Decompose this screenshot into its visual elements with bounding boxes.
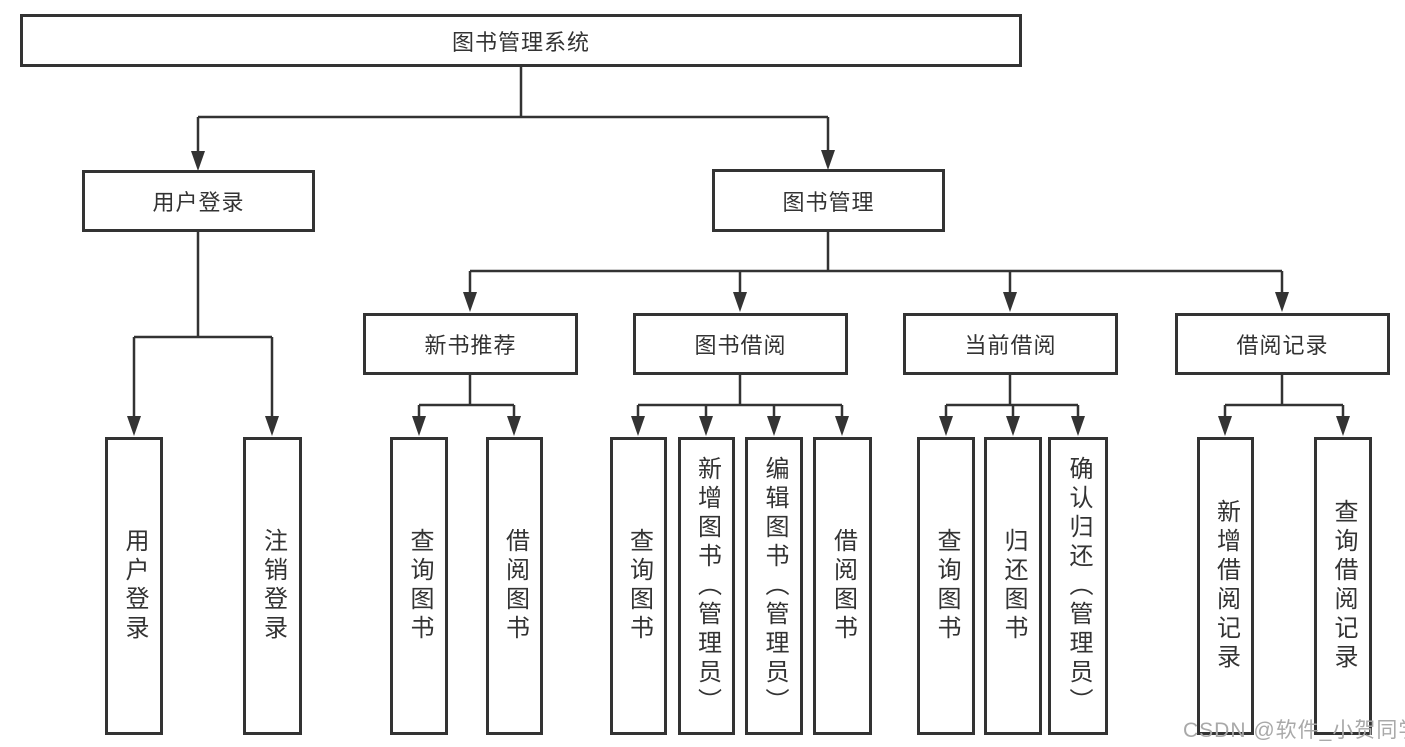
leaf-edit-books-admin: 编辑图书（管理员） [745, 437, 803, 735]
leaf-logout-label: 注销登录 [259, 528, 287, 644]
leaf-recommend-query-books-label: 查询图书 [406, 528, 433, 644]
leaf-add-borrow-record: 新增借阅记录 [1197, 437, 1254, 735]
node-new-book-recommend-label: 新书推荐 [424, 333, 517, 358]
node-book-borrow-label: 图书借阅 [694, 333, 787, 358]
node-user-login: 用户登录 [82, 170, 315, 232]
leaf-current-query-books: 查询图书 [917, 437, 975, 735]
node-user-login-label: 用户登录 [152, 190, 245, 215]
leaf-query-borrow-record: 查询借阅记录 [1314, 437, 1372, 735]
node-book-management: 图书管理 [712, 169, 945, 232]
arrowhead-icons [127, 150, 1350, 436]
leaf-borrow-books: 借阅图书 [813, 437, 872, 735]
leaf-user-login: 用户登录 [105, 437, 163, 735]
leaf-confirm-return-admin-label: 确认归还（管理员） [1065, 455, 1092, 717]
leaf-user-login-label: 用户登录 [121, 528, 148, 644]
leaf-current-query-books-label: 查询图书 [933, 528, 960, 644]
leaf-query-borrow-record-label: 查询借阅记录 [1330, 499, 1357, 673]
leaf-recommend-borrow-books-label: 借阅图书 [501, 528, 529, 644]
node-current-borrow-label: 当前借阅 [964, 333, 1057, 358]
leaf-borrow-books-label: 借阅图书 [829, 528, 857, 644]
leaf-return-books: 归还图书 [984, 437, 1042, 735]
leaf-add-books-admin: 新增图书（管理员） [678, 437, 735, 735]
node-current-borrow: 当前借阅 [903, 313, 1118, 375]
leaf-edit-books-admin-label: 编辑图书（管理员） [761, 455, 788, 717]
leaf-recommend-query-books: 查询图书 [390, 437, 448, 735]
node-root-system: 图书管理系统 [20, 14, 1022, 67]
leaf-borrow-query-books-label: 查询图书 [625, 528, 653, 644]
node-book-borrow: 图书借阅 [633, 313, 848, 375]
node-root-label: 图书管理系统 [451, 29, 590, 55]
leaf-return-books-label: 归还图书 [1000, 528, 1027, 644]
leaf-confirm-return-admin: 确认归还（管理员） [1048, 437, 1108, 735]
node-new-book-recommend: 新书推荐 [363, 313, 578, 375]
leaf-logout: 注销登录 [243, 437, 302, 735]
node-book-management-label: 图书管理 [782, 189, 875, 215]
leaf-add-borrow-record-label: 新增借阅记录 [1212, 499, 1240, 673]
node-borrow-records-label: 借阅记录 [1236, 333, 1329, 358]
leaf-add-books-admin-label: 新增图书（管理员） [693, 455, 721, 717]
node-borrow-records: 借阅记录 [1175, 313, 1390, 375]
leaf-recommend-borrow-books: 借阅图书 [486, 437, 543, 735]
leaf-borrow-query-books: 查询图书 [610, 437, 667, 735]
csdn-watermark: CSDN @软件_小贺同学 [1183, 719, 1405, 742]
